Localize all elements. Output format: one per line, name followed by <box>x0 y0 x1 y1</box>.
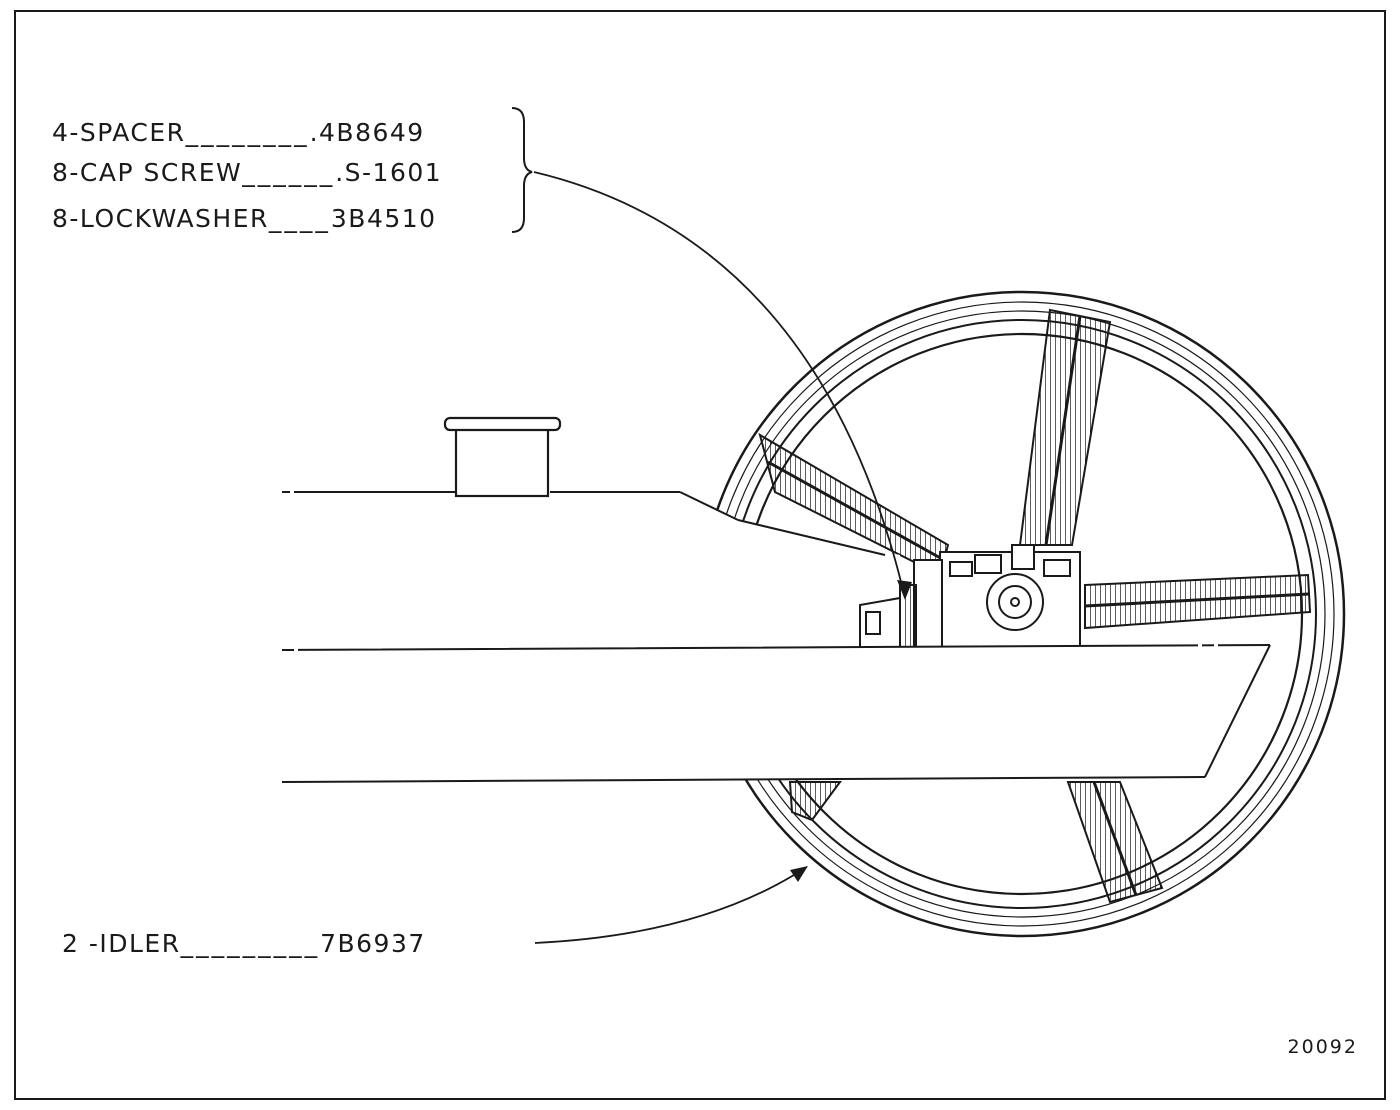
lockwasher-leader: ____ <box>268 204 331 233</box>
callout-cap-screw: 8-CAP SCREW______.S-1601 <box>52 160 442 185</box>
spacer-part-number: .4B8649 <box>309 118 425 147</box>
idler-leader: _________ <box>180 929 321 958</box>
track-link <box>281 644 1271 783</box>
callout-idler: 2 -IDLER_________7B6937 <box>62 931 426 956</box>
cap-screw-part-number: .S-1601 <box>335 158 443 187</box>
lockwasher-name: 8-LOCKWASHER <box>52 204 269 233</box>
cap-screw-leader: ______ <box>242 158 336 187</box>
idler-name: 2 -IDLER <box>62 929 181 958</box>
cap-screw-name: 8-CAP SCREW <box>52 158 243 187</box>
filler-cap <box>443 416 562 498</box>
spacer-name: 4-SPACER <box>52 118 186 147</box>
bearing-mount <box>859 544 1081 649</box>
callout-spacer: 4-SPACER________.4B8649 <box>52 120 425 145</box>
leader-lines <box>533 171 906 944</box>
idler-part-number: 7B6937 <box>320 929 426 958</box>
callout-bracket <box>511 107 533 233</box>
callout-lockwasher: 8-LOCKWASHER____3B4510 <box>52 206 437 231</box>
arrow-idler <box>790 866 808 882</box>
arrow-spacer <box>897 580 912 600</box>
track-roller-frame <box>282 491 900 650</box>
leader-to-idler <box>534 869 803 944</box>
lockwasher-part-number: 3B4510 <box>330 204 437 233</box>
leader-to-spacer <box>533 171 906 599</box>
leader-arrowheads <box>790 580 912 882</box>
figure-number: 20092 <box>1287 1036 1358 1058</box>
spacer-leader: ________ <box>185 118 310 147</box>
wheel-spokes <box>758 308 1312 904</box>
